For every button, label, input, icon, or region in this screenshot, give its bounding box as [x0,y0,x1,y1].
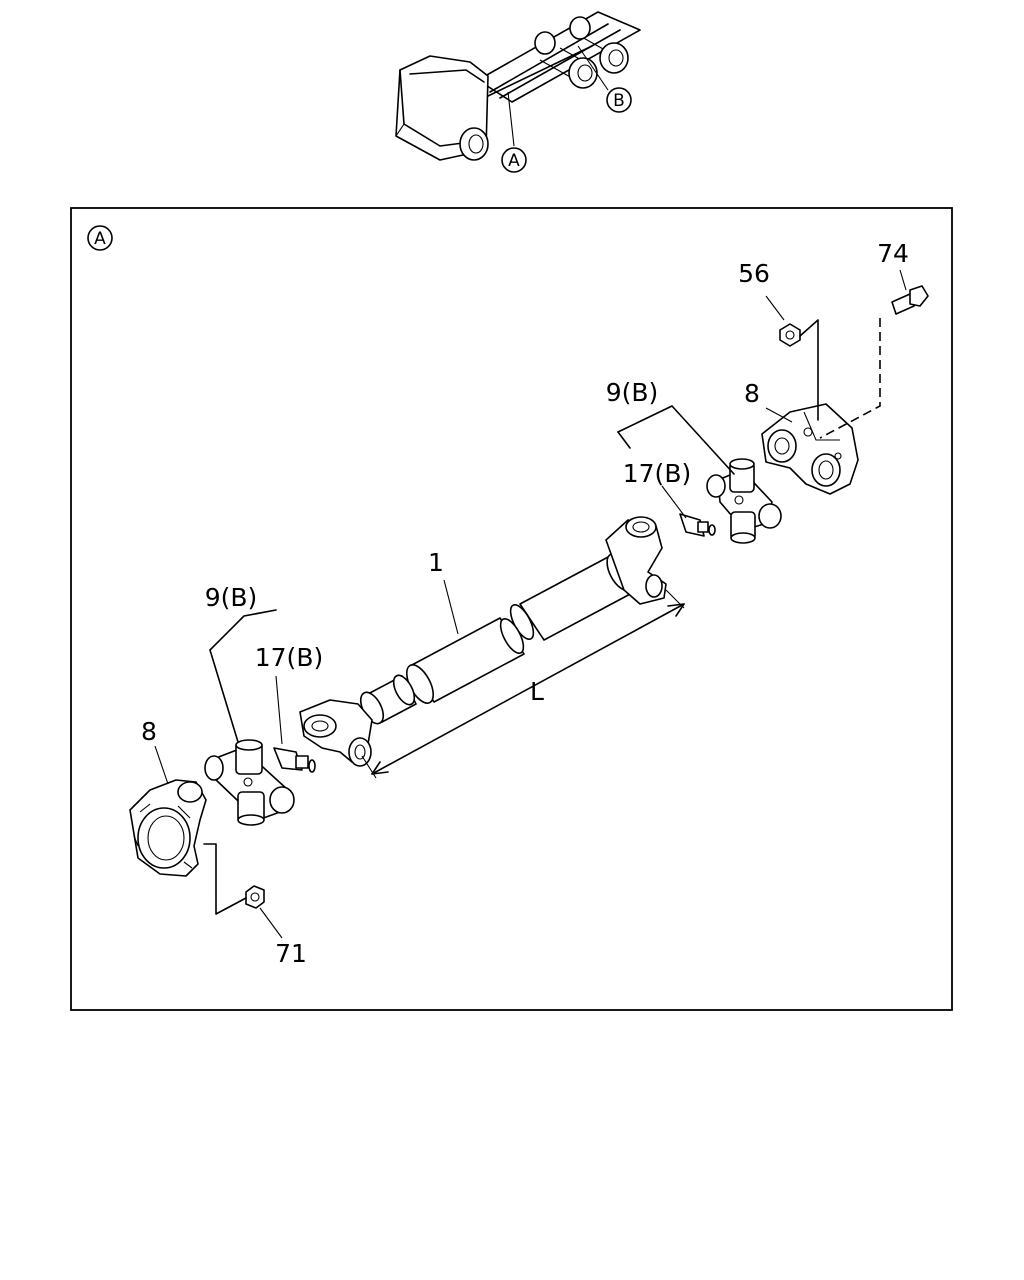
grease-nipple-right [679,513,716,537]
label-nut-bottom: 71 [275,939,307,968]
flange-yoke-left [129,779,207,877]
callout-a-label: A [508,151,520,171]
label-shaft: 1 [428,548,444,577]
frame-callout-circle [87,225,113,251]
label-yoke-right: 8 [744,379,760,408]
label-yoke-left: 8 [141,717,157,746]
label-joint-right: 9(B) [606,378,659,407]
universal-joint-right [706,458,782,544]
callout-circle-a [501,147,527,173]
flange-yoke-right [761,403,859,495]
label-nipple-right: 17(B) [623,459,691,488]
label-joint-left: 9(B) [205,583,258,612]
nut-top [779,323,801,347]
callout-circle-b [606,87,632,113]
label-nipple-left: 17(B) [255,643,323,672]
frame-callout-label: A [94,229,106,249]
truck-overview: A B [395,11,641,173]
detail-frame [70,207,953,1011]
callout-b-label: B [613,91,625,111]
label-length: L [530,677,544,706]
nut-bottom [245,885,265,909]
label-nut-top: 56 [738,259,770,288]
grease-nipple-left [273,747,316,773]
propeller-shaft [299,516,685,779]
label-bolt-top: 74 [877,239,909,268]
bolt-top [891,285,929,315]
universal-joint-left [204,739,295,826]
